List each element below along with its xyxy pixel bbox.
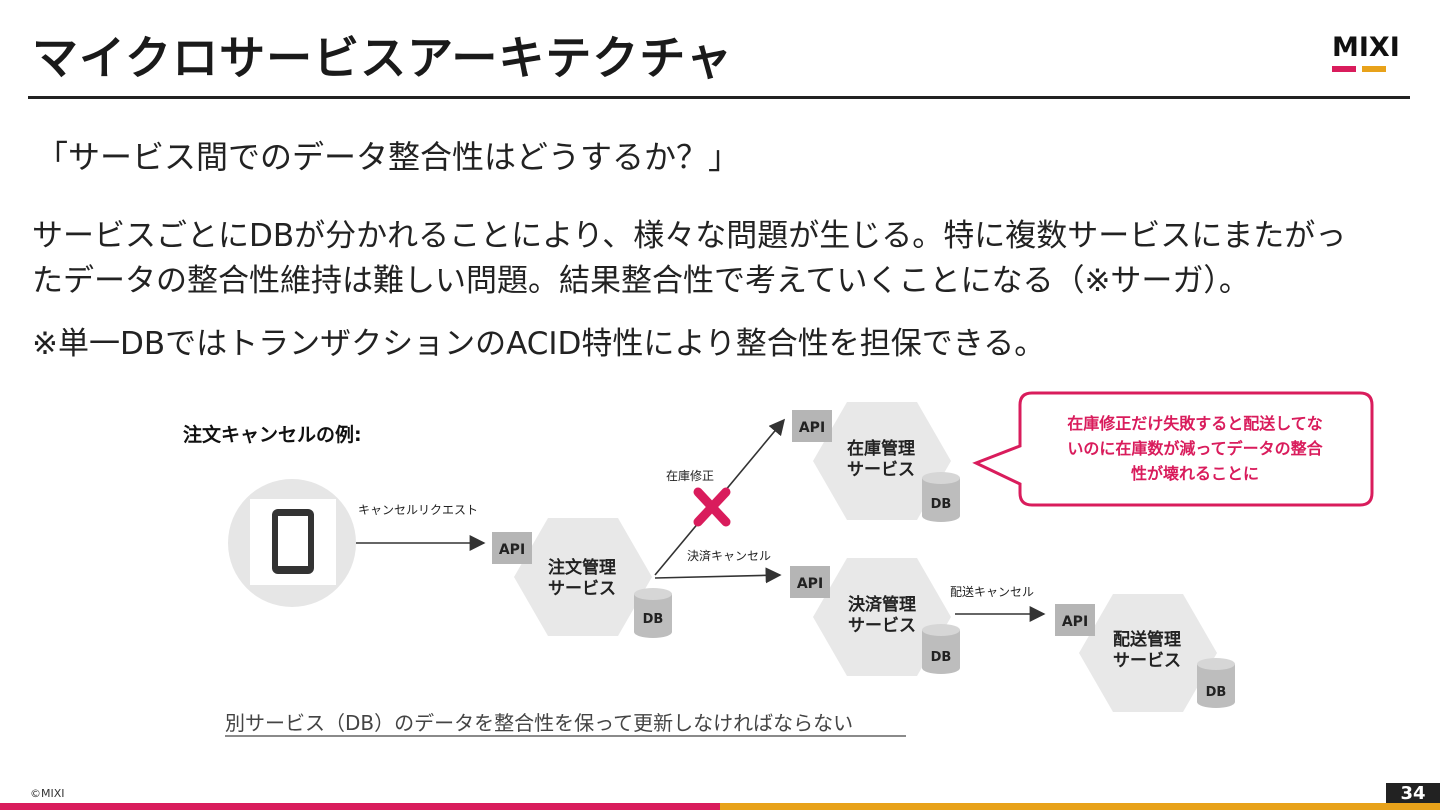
logo-bar-orange [1362, 66, 1386, 72]
shipping-api-label: API [1062, 614, 1088, 630]
page-number: 34 [1386, 783, 1440, 805]
footer-copyright: ©MIXI [30, 787, 65, 800]
body-line-1: サービスごとにDBが分かれることにより、様々な問題が生じる。特に複数サービスにま… [32, 218, 1347, 254]
mixi-logo: MIXI [1332, 34, 1412, 76]
payment-cancel-label: 決済キャンセル [687, 548, 771, 563]
shipping-cancel-label: 配送キャンセル [950, 584, 1034, 599]
callout-line-1: 在庫修正だけ失敗すると配送してな [1067, 414, 1323, 433]
logo-text: MIXI [1332, 32, 1400, 63]
payment-service-line1: 決済管理 [848, 594, 916, 615]
inventory-db-label: DB [931, 497, 952, 512]
cancel-request-label: キャンセルリクエスト [358, 503, 478, 517]
inventory-db-icon [922, 472, 960, 522]
failure-callout: 在庫修正だけ失敗すると配送してな いのに在庫数が減ってデータの整合 性が壊れるこ… [972, 391, 1374, 507]
inventory-service-line2: サービス [847, 460, 915, 480]
shipping-service-line1: 配送管理 [1113, 629, 1181, 650]
footer-bar-pink [0, 803, 720, 810]
payment-service-node: API 決済管理 サービス DB [790, 558, 960, 676]
example-label: 注文キャンセルの例: [183, 423, 362, 446]
diagram-caption: 別サービス（DB）のデータを整合性を保って更新しなければならない [225, 711, 853, 735]
shipping-service-line2: サービス [1113, 651, 1181, 671]
order-service-node: API 注文管理 サービス DB [492, 518, 672, 638]
payment-api-label: API [797, 576, 823, 592]
order-db-label: DB [643, 612, 664, 627]
slide-subtitle: 「サービス間でのデータ整合性はどうするか？」 [36, 138, 741, 176]
logo-bar-pink [1332, 66, 1356, 72]
order-db-icon [634, 588, 672, 638]
shipping-db-icon [1197, 658, 1235, 708]
payment-service-line2: サービス [848, 616, 916, 636]
inventory-fix-label: 在庫修正 [666, 468, 714, 483]
footer-bar-orange [720, 803, 1440, 810]
order-api-label: API [499, 542, 525, 558]
inventory-api-label: API [799, 420, 825, 436]
failure-x-icon [693, 487, 731, 527]
payment-cancel-arrow [654, 567, 782, 584]
shipping-db-label: DB [1206, 685, 1227, 700]
callout-line-2: いのに在庫数が減ってデータの整合 [1067, 439, 1323, 458]
slide-title: マイクロサービスアーキテクチャ [32, 31, 733, 85]
title-divider [28, 96, 1410, 99]
payment-db-icon [922, 624, 960, 674]
shipping-service-node: API 配送管理 サービス DB [1055, 594, 1235, 712]
inventory-service-node: API 在庫管理 サービス DB [792, 402, 960, 522]
payment-db-label: DB [931, 650, 952, 665]
body-line-2: たデータの整合性維持は難しい問題。結果整合性で考えていくことになる（※サーガ）。 [32, 263, 1250, 299]
body-note: ※単一DBではトランザクションのACID特性により整合性を担保できる。 [32, 326, 1046, 362]
inventory-service-line1: 在庫管理 [847, 438, 915, 459]
order-service-line2: サービス [548, 579, 616, 599]
body-paragraph: サービスごとにDBが分かれることにより、様々な問題が生じる。特に複数サービスにま… [32, 214, 1412, 304]
order-service-line1: 注文管理 [548, 557, 616, 578]
client-phone-icon [228, 479, 356, 607]
callout-line-3: 性が壊れることに [1131, 464, 1259, 483]
